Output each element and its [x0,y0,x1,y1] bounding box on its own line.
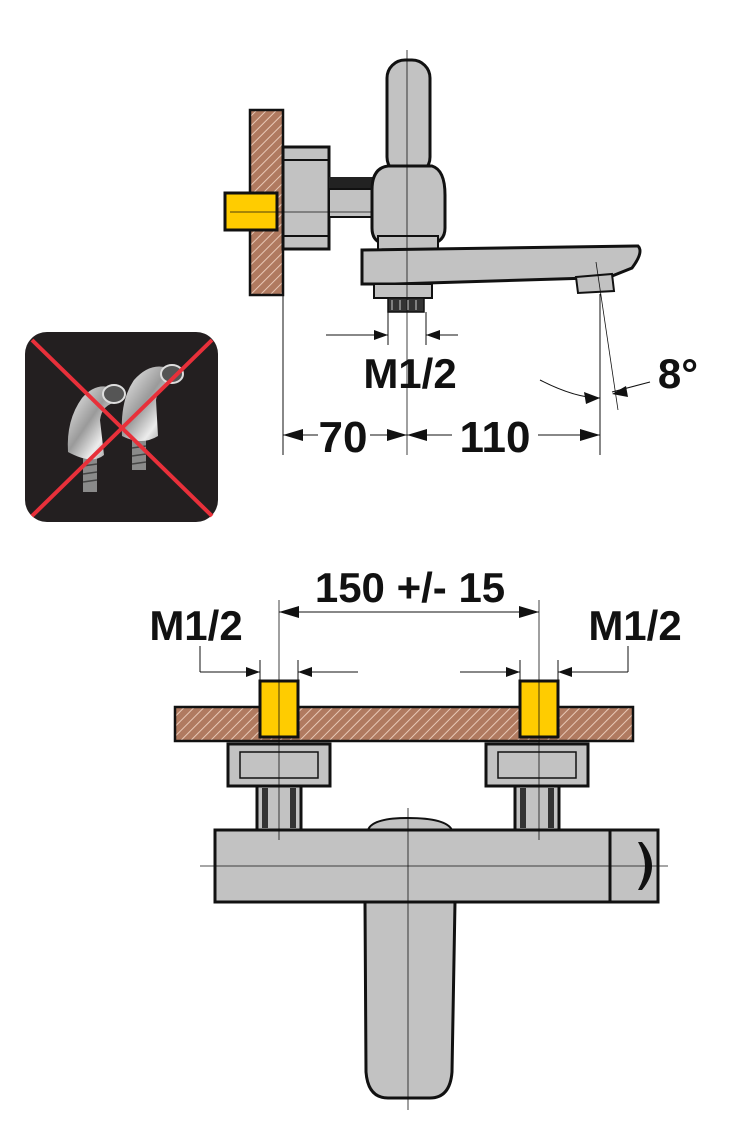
right-escutcheon [484,742,590,788]
mixer-body [370,164,447,246]
connector-pipe-top [329,177,374,189]
no-eccentric-connectors-icon [25,332,218,522]
spout [360,244,642,286]
spout-angle-label: 8° [658,350,698,397]
front-view: 150 +/- 15 M1/2 M1/2 [149,564,682,1110]
connector-pipe [328,188,375,218]
wall-band [173,705,635,743]
right-thread-label: M1/2 [588,602,681,649]
eccentric-connector-left [67,384,126,492]
spout-reach-label: 110 [460,413,531,462]
bottom-outlet-thread [387,297,425,313]
escutcheon-flange [281,145,331,251]
connector-spacing-label: 150 +/- 15 [315,564,505,611]
side-view: M1/2 8° 70 110 [223,50,698,462]
spout-front [363,900,457,1100]
lever-handle [385,58,432,177]
cross-line-2 [30,338,214,518]
aerator [574,272,616,295]
lever-top [366,816,454,831]
wall-thread-connector [223,191,279,232]
bottom-outlet-collar [373,283,433,299]
outlet-thread-label: M1/2 [363,350,456,397]
wall-depth-label: 70 [319,413,368,462]
left-thread-label: M1/2 [149,602,242,649]
